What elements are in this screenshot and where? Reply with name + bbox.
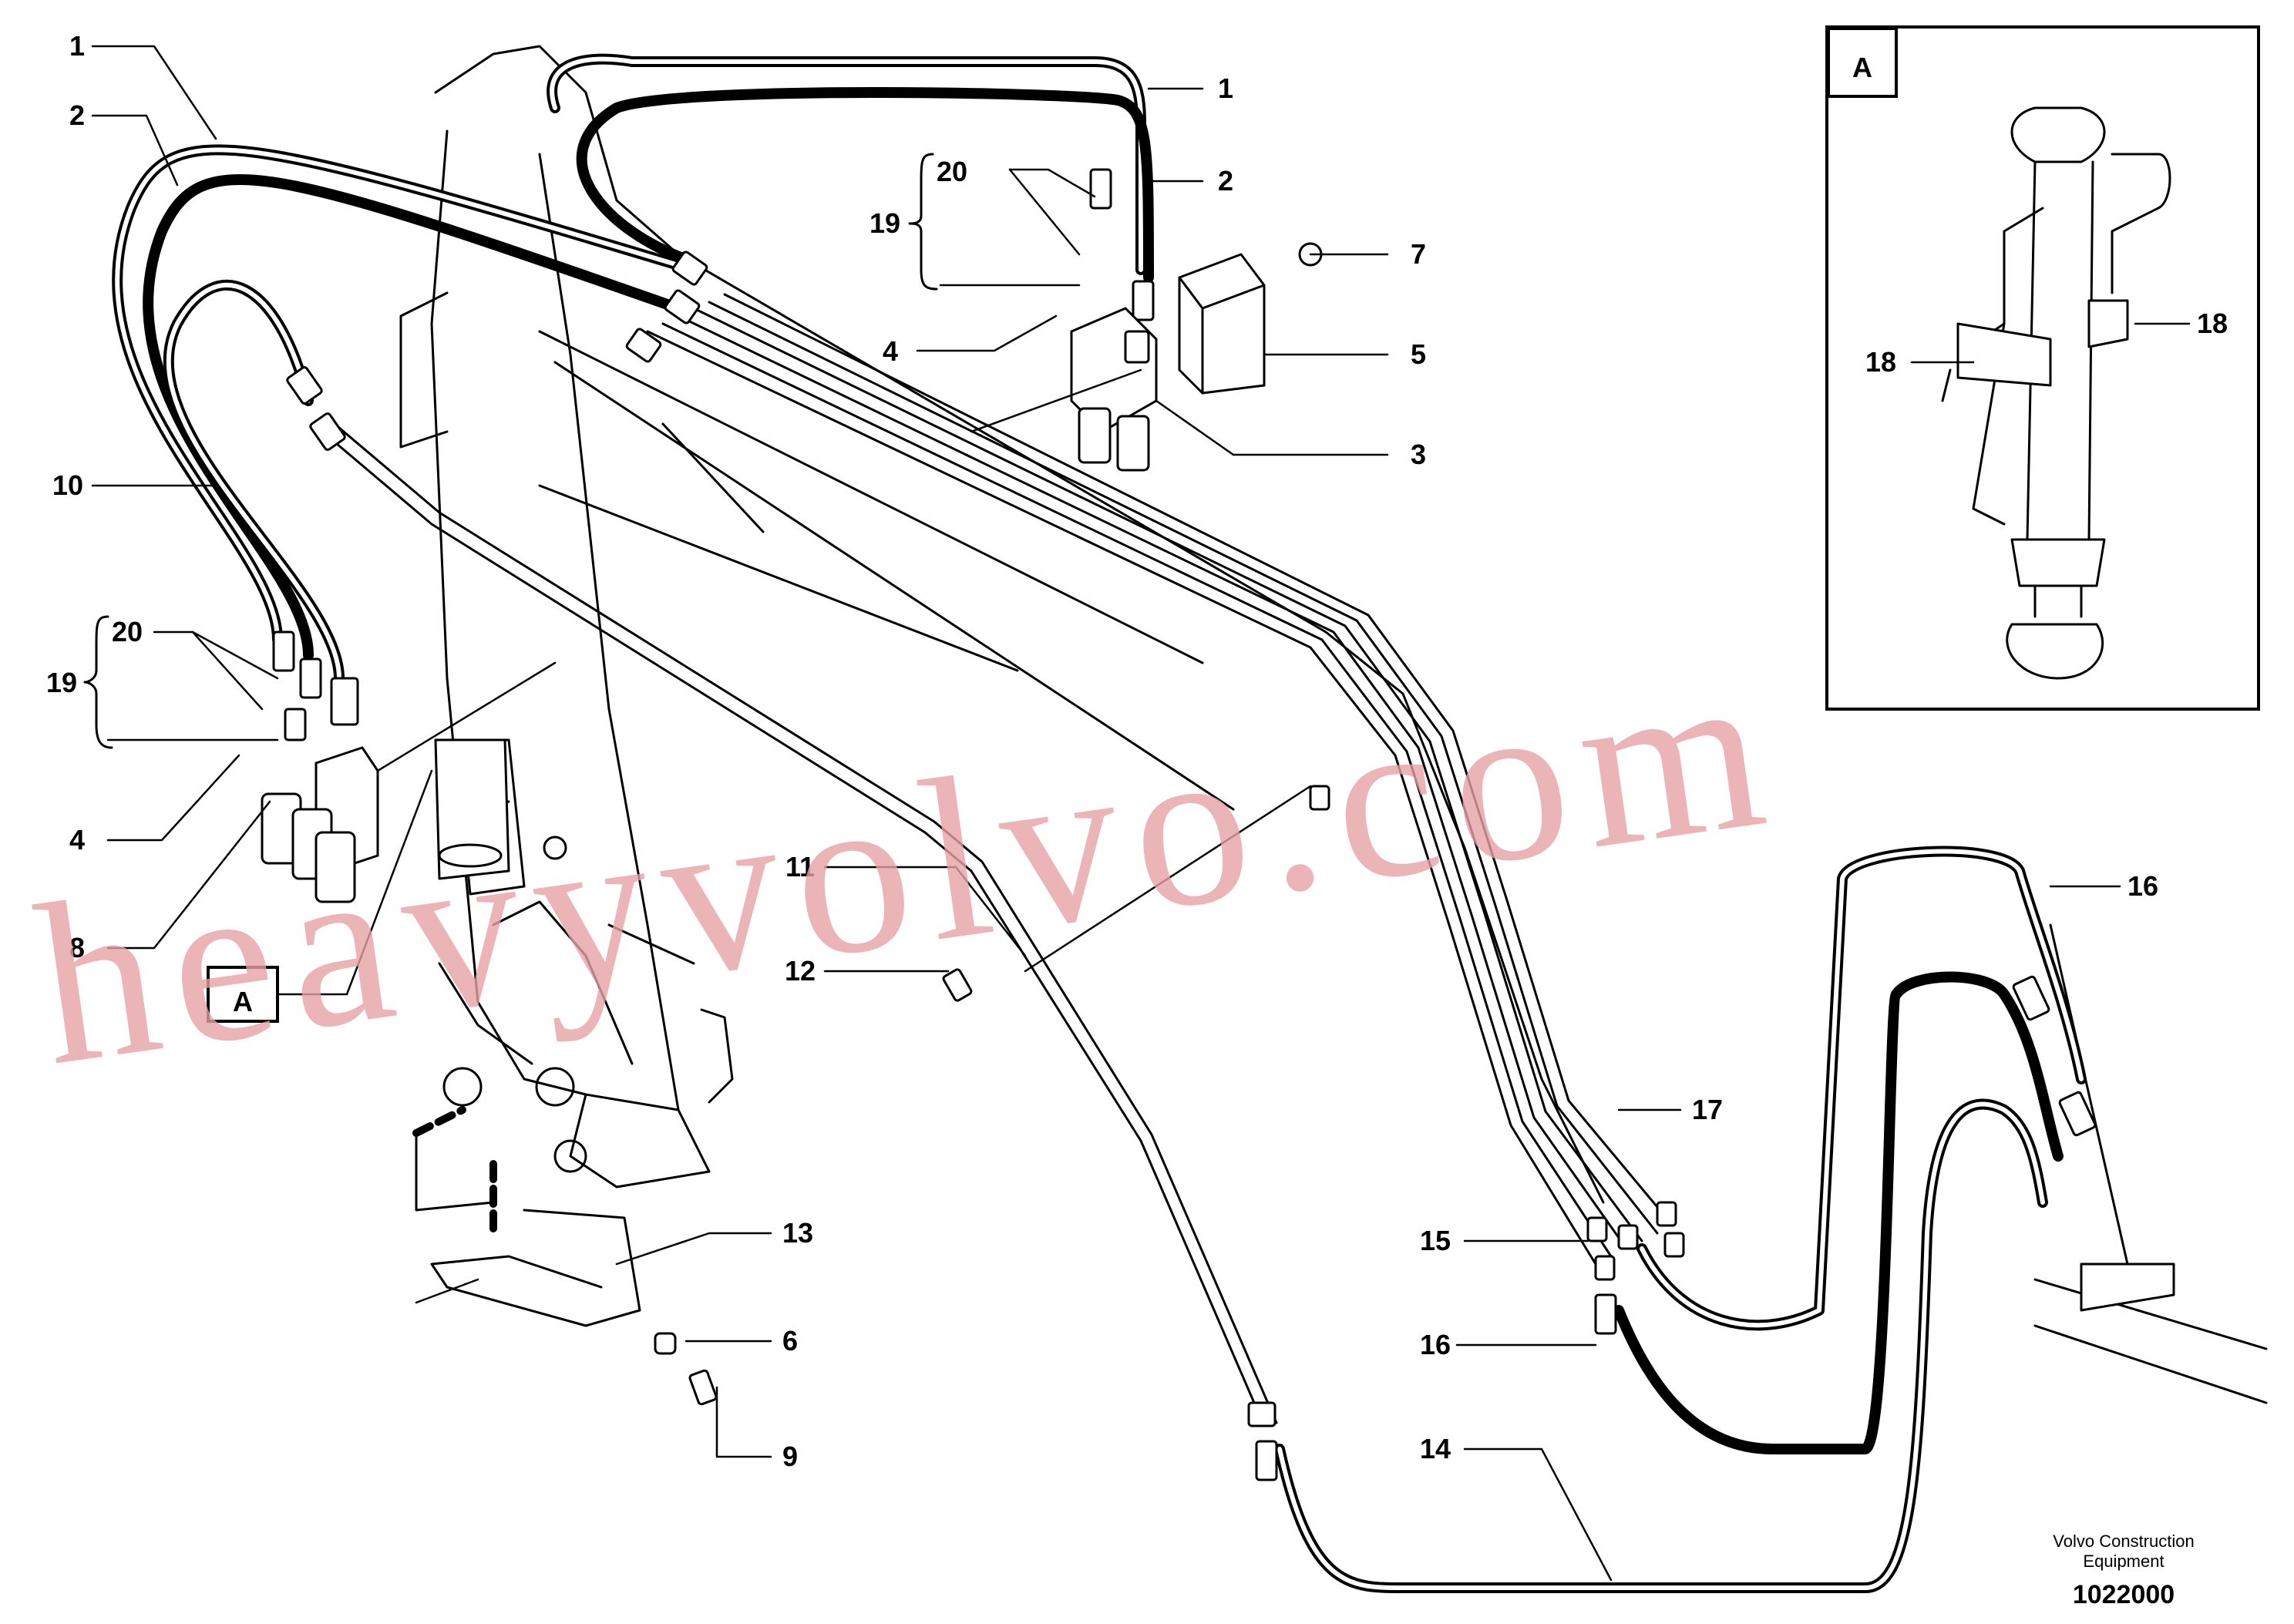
drawing-number: 1022000 xyxy=(2073,1580,2175,1609)
callout-10: 10 xyxy=(52,469,83,501)
callout-1-top-left: 1 xyxy=(69,30,85,62)
callout-3: 3 xyxy=(1411,439,1426,470)
fittings xyxy=(272,168,2097,1481)
callout-19-left: 19 xyxy=(46,667,77,698)
callout-18-left: 18 xyxy=(1865,346,1896,378)
footer-company-line1: Volvo Construction xyxy=(2053,1532,2194,1551)
callout-2-top: 2 xyxy=(1218,165,1233,197)
callout-16-upper: 16 xyxy=(2128,870,2158,902)
callout-5: 5 xyxy=(1411,338,1426,370)
hose-bundle-along-boom xyxy=(646,293,1674,1266)
hoses xyxy=(112,53,2087,1593)
callout-8: 8 xyxy=(69,932,85,963)
brace-group-19 xyxy=(83,153,938,749)
callout-labels: 1 2 20 19 7 4 5 3 10 20 19 4 8 11 12 17 … xyxy=(46,30,2228,1472)
inset-a-tag: A xyxy=(1852,52,1872,83)
cover-5 xyxy=(1178,253,1266,395)
valve-block-3 xyxy=(1070,307,1158,472)
footer: Volvo Construction Equipment 1022000 xyxy=(2053,1532,2194,1609)
boom-structure xyxy=(399,45,1605,1204)
callout-15: 15 xyxy=(1420,1225,1451,1256)
callout-18-right: 18 xyxy=(2197,308,2228,339)
callout-17: 17 xyxy=(1692,1094,1723,1125)
callout-11: 11 xyxy=(785,851,815,883)
callout-4-top: 4 xyxy=(883,335,898,367)
main-view-tag-a: A xyxy=(207,966,279,1023)
valve-block-8 xyxy=(261,708,379,903)
callout-6: 6 xyxy=(782,1325,798,1357)
callout-20-left: 20 xyxy=(112,616,143,647)
watermark-text: heavyvolvo.com xyxy=(23,617,1792,1114)
callout-20-top: 20 xyxy=(937,156,967,187)
callout-4-left: 4 xyxy=(69,824,85,856)
callout-16-lower: 16 xyxy=(1420,1329,1451,1360)
inset-view-a: A xyxy=(1825,25,2260,711)
leader-lines xyxy=(91,45,2121,1582)
callout-19-top: 19 xyxy=(870,207,900,239)
callout-9: 9 xyxy=(782,1441,798,1472)
bracket-13 xyxy=(412,1106,641,1327)
pipe-11 xyxy=(330,426,1278,1427)
callout-1-top: 1 xyxy=(1218,72,1233,104)
boom-cylinder xyxy=(434,738,587,1173)
callout-14: 14 xyxy=(1420,1433,1451,1464)
main-a-tag: A xyxy=(233,986,253,1017)
callout-7: 7 xyxy=(1411,238,1426,270)
callout-12: 12 xyxy=(785,955,816,987)
arm-cylinder-partial xyxy=(2033,923,2268,1404)
callout-2-top-left: 2 xyxy=(69,99,85,131)
footer-company-line2: Equipment xyxy=(2083,1552,2164,1571)
callout-13: 13 xyxy=(782,1217,813,1249)
